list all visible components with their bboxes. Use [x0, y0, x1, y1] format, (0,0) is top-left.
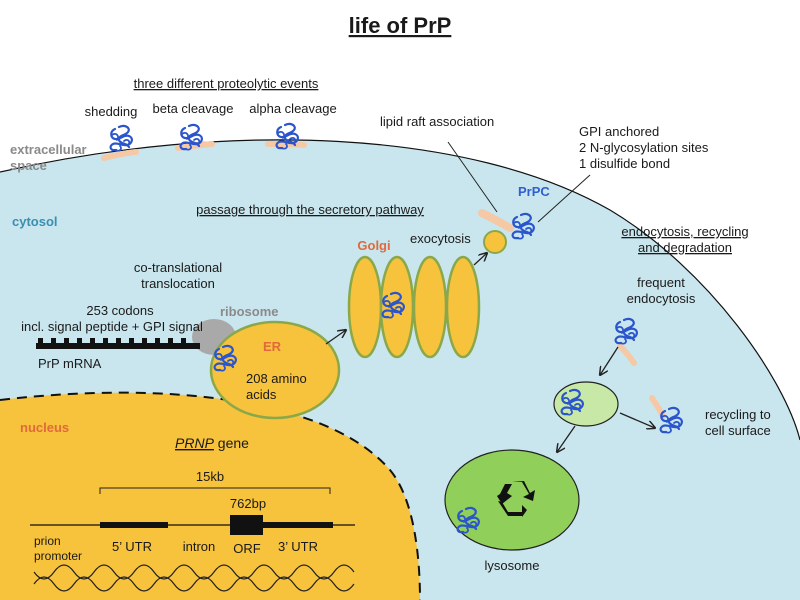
gene-suffix: gene [214, 435, 249, 451]
recycle-icon [497, 481, 535, 517]
golgi-label: Golgi [357, 238, 390, 253]
extracellular-label: extracellular [10, 142, 87, 157]
golgi-to-vesicle-arrow [473, 253, 487, 266]
nucleus-label: nucleus [20, 420, 69, 435]
lipid-raft-label: lipid raft association [380, 114, 494, 129]
cytosol-label: cytosol [12, 214, 58, 229]
mrna-strand [36, 338, 200, 349]
gene-size-label: 15kb [196, 469, 224, 484]
shedding-label: shedding [85, 104, 138, 119]
disulfide-label: 1 disulfide bond [579, 156, 670, 171]
utr5-label: 5’ UTR [112, 539, 152, 554]
gene-name: PRNP [175, 435, 215, 451]
nuclear-envelope [0, 391, 421, 600]
beta-cleavage-label: beta cleavage [153, 101, 234, 116]
endoplasmic-reticulum [209, 320, 341, 420]
prion-promoter-label: promoter [34, 549, 82, 563]
alpha-cleavage-label: alpha cleavage [249, 101, 336, 116]
dna-helix [33, 564, 355, 592]
endocytosis-heading: endocytosis, recycling [621, 224, 748, 239]
nucleus-region [0, 392, 420, 600]
utr5-block [100, 522, 168, 528]
proteolysis-heading: three different proteolytic events [134, 76, 319, 91]
intron-label: intron [183, 539, 216, 554]
raft-patch [478, 209, 514, 232]
gpi-pointer [537, 174, 591, 223]
frequent-endocytosis-label: frequent [637, 275, 685, 290]
lysosome-label: lysosome [485, 558, 540, 573]
er-label: ER [263, 339, 282, 354]
prion-promoter-label: prion [34, 534, 61, 548]
secretory-heading: passage through the secretory pathway [196, 202, 424, 217]
golgi-cisterna [445, 255, 481, 359]
orf-label: ORF [233, 541, 261, 556]
cotranslational-label: co-translational [134, 260, 222, 275]
endocytosis-arrow [600, 346, 619, 375]
translocation-label: translocation [141, 276, 215, 291]
er-to-golgi-arrow [325, 330, 346, 345]
raft-patch [617, 343, 637, 366]
page-title: life of PrP [349, 13, 452, 38]
amino-acids-label: acids [246, 387, 277, 402]
prion-protein-icon [109, 124, 133, 152]
mrna-label: PrP mRNA [38, 356, 102, 371]
raft-patch [101, 149, 139, 161]
utr3-block [263, 522, 333, 528]
gpi-anchored-label: GPI anchored [579, 124, 659, 139]
lipid-raft-pointer [447, 141, 498, 213]
recycling-arrow [619, 412, 655, 428]
glycosylation-label: 2 N-glycosylation sites [579, 140, 709, 155]
gene-size-bracket [99, 487, 331, 494]
endocytosis-heading: and degradation [638, 240, 732, 255]
utr3-label: 3’ UTR [278, 539, 318, 554]
recycling-label: cell surface [705, 423, 771, 438]
gene-title: PRNP gene [175, 435, 249, 451]
exocytic-vesicle [483, 230, 507, 254]
ribosome-label: ribosome [220, 304, 279, 319]
degradation-arrow [557, 425, 576, 452]
recycling-label: recycling to [705, 407, 771, 422]
orf-size-label: 762bp [230, 496, 266, 511]
extracellular-label: space [10, 158, 47, 173]
lysosome [444, 449, 580, 551]
orf-block [230, 515, 263, 535]
amino-acids-label: 208 amino [246, 371, 307, 386]
endosome [553, 381, 619, 427]
exocytosis-label: exocytosis [410, 231, 471, 246]
signal-peptide-label: incl. signal peptide + GPI signal [21, 319, 203, 334]
golgi-cisterna [347, 255, 383, 359]
cell-membrane [0, 139, 800, 441]
prpc-label: PrPC [518, 184, 550, 199]
frequent-endocytosis-label: endocytosis [627, 291, 696, 306]
codons-label: 253 codons [86, 303, 154, 318]
golgi-cisterna [412, 255, 448, 359]
